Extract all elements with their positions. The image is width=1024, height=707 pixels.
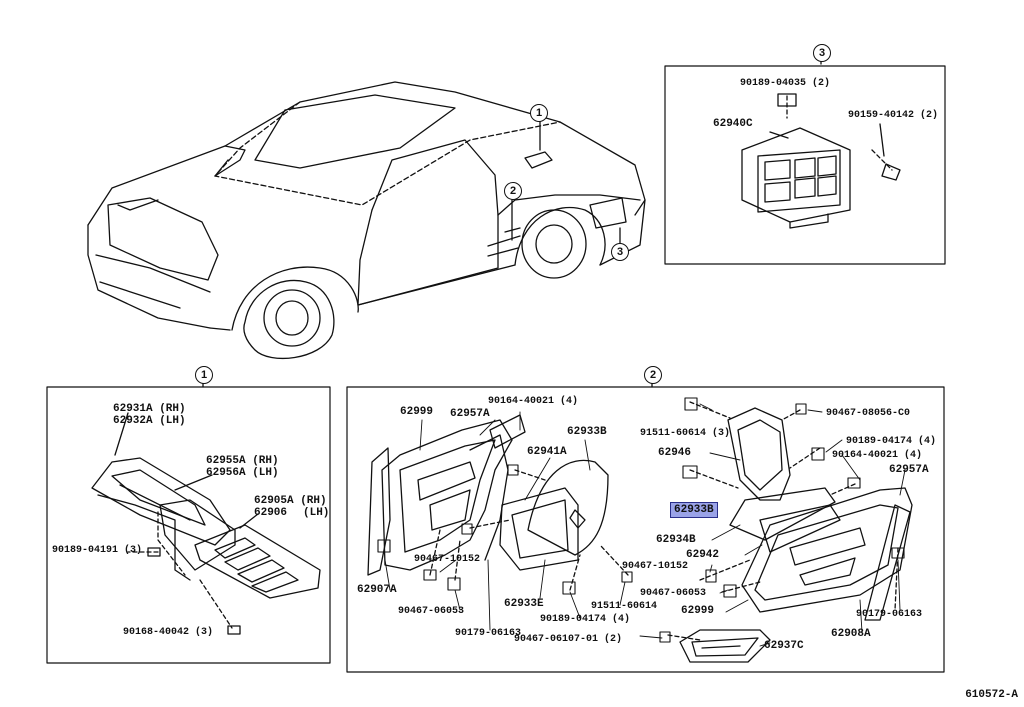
label-90467-06107-01: 90467-06107-01 (2) <box>514 634 623 645</box>
label-90467-10152-right: 90467-10152 <box>622 561 689 572</box>
part-62955a-gasket <box>159 499 236 571</box>
label-90179-06163-right: 90179-06163 <box>856 609 923 620</box>
callout-3: 3 <box>611 243 629 261</box>
callout-2: 2 <box>504 182 522 200</box>
label-91511-60614-mid: 91511-60614 <box>591 601 658 612</box>
label-90164-40021-left: 90164-40021 (4) <box>488 396 579 407</box>
label-62955a: 62955A (RH) <box>206 455 279 467</box>
box-3-number: 3 <box>813 44 831 62</box>
label-62933e: 62933E <box>504 598 544 610</box>
diagram-reference-code: 610572-A <box>965 689 1018 701</box>
label-62932a: 62932A (LH) <box>113 415 186 427</box>
label-62999-left: 62999 <box>400 406 434 418</box>
label-90189-04191: 90189-04191 (3) <box>52 545 143 556</box>
label-90189-04035: 90189-04035 (2) <box>740 78 831 89</box>
box-2-number: 2 <box>644 366 662 384</box>
label-90189-04174-right: 90189-04174 (4) <box>846 436 937 447</box>
label-62942: 62942 <box>686 549 720 561</box>
label-90467-08056-c0: 90467-08056-C0 <box>826 408 911 419</box>
box-3-frame <box>664 65 946 265</box>
label-62956a: 62956A (LH) <box>206 467 279 479</box>
label-62941a: 62941A <box>527 446 567 458</box>
label-62999-right: 62999 <box>681 605 715 617</box>
car-illustration <box>87 81 646 360</box>
label-62906: 62906 <box>254 507 288 519</box>
label-62957a-right: 62957A <box>889 464 929 476</box>
label-62905a: 62905A (RH) <box>254 495 327 507</box>
label-90179-06163-left: 90179-06163 <box>455 628 522 639</box>
label-62907a: 62907A <box>357 584 397 596</box>
label-62937c: 62937C <box>764 640 804 652</box>
label-62908a: 62908A <box>831 628 871 640</box>
label-62957a-left: 62957A <box>450 408 490 420</box>
label-91511-60614-right: 91511-60614 (3) <box>640 428 731 439</box>
label-90467-06053-left: 90467-06053 <box>398 606 465 617</box>
label-90189-04174-mid: 90189-04174 (4) <box>540 614 631 625</box>
label-62934b: 62934B <box>656 534 696 546</box>
label-62940c: 62940C <box>713 118 753 130</box>
label-90168-40042: 90168-40042 (3) <box>123 627 214 638</box>
box-1-number: 1 <box>195 366 213 384</box>
label-62946: 62946 <box>658 447 692 459</box>
left-door-trim-group <box>367 414 609 576</box>
callout-1: 1 <box>530 104 548 122</box>
right-door-trim-group <box>679 407 913 663</box>
part-62931a-duct <box>91 457 231 546</box>
label-90467-06053-right: 90467-06053 <box>640 588 707 599</box>
highlighted-part-62933b[interactable]: 62933B <box>670 502 718 518</box>
part-62905a-grille <box>194 524 321 599</box>
label-62933b-left: 62933B <box>567 426 607 438</box>
part-62940c-bracket <box>741 127 851 229</box>
label-90467-10152-left: 90467-10152 <box>414 554 481 565</box>
label-90159-40142: 90159-40142 (2) <box>848 110 939 121</box>
box-1-frame <box>46 386 331 664</box>
label-62931a: 62931A (RH) <box>113 403 186 415</box>
label-62906-side: (LH) <box>303 507 330 519</box>
label-90164-40021-right: 90164-40021 (4) <box>832 450 923 461</box>
box-2-frame <box>346 386 945 673</box>
